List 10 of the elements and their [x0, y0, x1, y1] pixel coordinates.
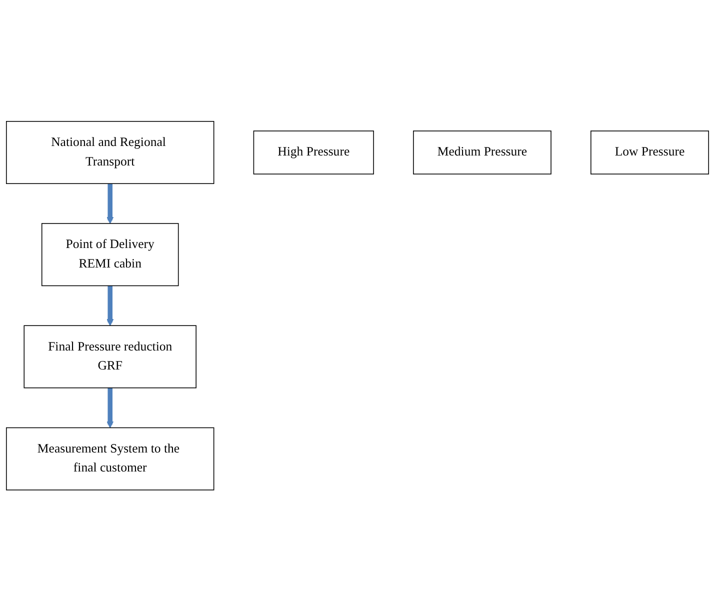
- node-box: Low Pressure: [590, 130, 709, 174]
- node-box: Measurement System to the final customer: [6, 427, 214, 490]
- node-box: National and Regional Transport: [6, 120, 214, 184]
- arrow: [106, 183, 114, 224]
- node-box: Medium Pressure: [413, 130, 552, 174]
- node-box: Point of Delivery REMI cabin: [41, 222, 179, 286]
- node-box: High Pressure: [253, 130, 374, 174]
- node-box: Final Pressure reduction GRF: [24, 325, 196, 388]
- arrow: [106, 388, 114, 428]
- arrow: [106, 286, 114, 326]
